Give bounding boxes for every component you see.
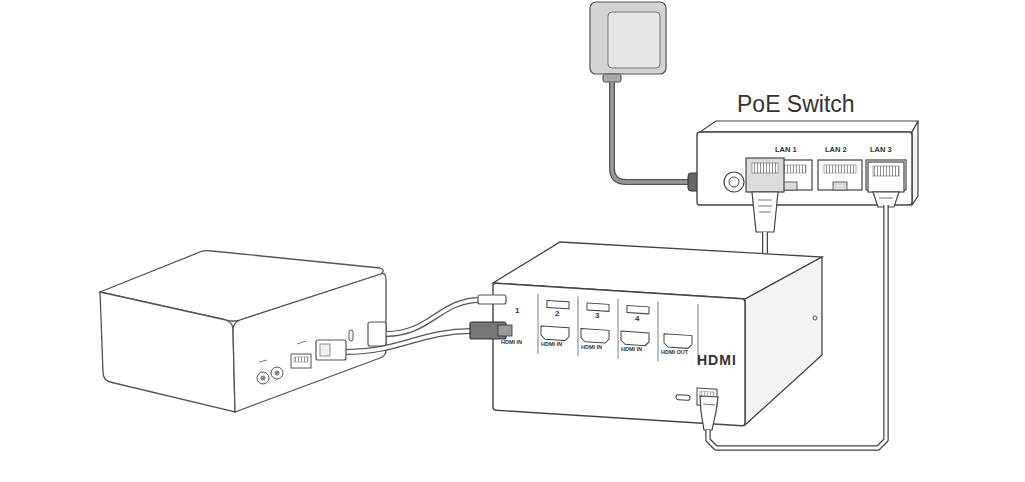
uplink-plug-part: [746, 158, 784, 192]
hdmi-switch-front-part: [658, 301, 659, 361]
hdmi-switch-body: [493, 242, 822, 425]
hdmi-switch-plugs: [470, 295, 718, 430]
power-cable-part: [612, 82, 690, 182]
brand-logo: HDMI: [697, 353, 737, 368]
port-number: 3: [595, 312, 599, 320]
lan3-plug: [868, 162, 904, 207]
hdmi-switch-body-part: [813, 316, 817, 320]
hdmi-switch-plugs-part: [700, 396, 718, 430]
poe-switch-body-part: [912, 121, 918, 205]
mini-pc-part: [233, 274, 386, 412]
port-label: HDMI OUT: [661, 350, 688, 356]
port-label: LAN 2: [825, 146, 847, 154]
network-cable: [708, 205, 886, 448]
port-label: HDMI IN: [541, 342, 562, 348]
hdmi-switch-plugs-part: [478, 295, 506, 304]
cable-core: [708, 205, 886, 448]
hdmi-switch-front-part: [581, 329, 609, 344]
power-cable-part: [612, 82, 690, 182]
hdmi-switch-front-part: [621, 331, 649, 346]
poe-switch-body-part: [729, 177, 739, 187]
mini-pc-part: [349, 330, 353, 341]
port-label: HDMI IN: [501, 340, 522, 346]
mini-pc: [100, 251, 386, 412]
mini-pc-cables-part: [346, 331, 472, 352]
uplink-plug-part: [752, 163, 778, 173]
poe-switch-body-part: [700, 121, 918, 132]
hdmi-switch-front-part: [578, 296, 579, 356]
mini-pc-part: [294, 357, 308, 362]
power-adapter-part: [590, 2, 666, 74]
hdmi-switch-front: [493, 283, 745, 426]
mini-pc-part: [259, 360, 267, 362]
mini-pc-cables: [316, 300, 480, 360]
cable-group: [708, 205, 886, 448]
hdmi-switch-plugs-part: [498, 325, 512, 336]
port-number: 4: [635, 315, 639, 323]
hdmi-switch-front-part: [493, 283, 745, 426]
hdmi-switch-front-part: [618, 299, 619, 359]
power-adapter-part: [608, 12, 660, 68]
hdmi-switch-front-part: [676, 395, 690, 401]
lan-port-part: [833, 182, 847, 190]
device-name: PoE Switch: [737, 92, 855, 116]
lan-port-part: [818, 160, 862, 190]
lan3-plug-part: [873, 166, 899, 176]
port-number: 1: [515, 307, 519, 315]
hdmi-switch-front-part: [541, 326, 569, 341]
hdmi-switch-front-part: [547, 300, 569, 308]
port-label: LAN 1: [775, 146, 797, 154]
uplink-plug-part: [759, 212, 771, 213]
mini-pc-part: [261, 376, 266, 381]
hdmi-switch-body-part: [745, 257, 822, 425]
uplink-plug-part: [762, 232, 768, 256]
hdmi-switch-plugs-part: [703, 404, 715, 405]
uplink-plug-part: [758, 200, 772, 201]
mini-pc-part: [291, 354, 311, 368]
mini-pc-part: [100, 292, 235, 412]
mini-pc-cables-part: [346, 331, 472, 352]
uplink-plug-part: [752, 192, 778, 232]
port-label: HDMI IN: [581, 345, 602, 351]
lan-port-part: [783, 182, 797, 190]
uplink-plug-part: [763, 232, 767, 256]
mini-pc-part: [257, 372, 269, 384]
hdmi-switch-front-part: [538, 294, 539, 354]
uplink-plug-part: [758, 206, 772, 207]
lan3-plug-part: [879, 198, 893, 199]
hdmi-switch: HDMI: [490, 240, 824, 430]
poe-switch-body-part: [724, 172, 744, 192]
hdmi-switch-front-part: [627, 306, 649, 314]
port-label: HDMI IN: [621, 347, 642, 353]
lan3-plug-part: [873, 192, 899, 207]
mini-pc-part: [297, 341, 306, 344]
port-number: 2: [555, 310, 559, 318]
power-adapter-part: [603, 74, 621, 82]
mini-pc-part: [271, 367, 283, 379]
power-adapter: [590, 2, 666, 82]
mini-pc-cables-part: [320, 344, 330, 356]
hdmi-switch-front-part: [664, 334, 692, 349]
hdmi-switch-front-part: [587, 303, 609, 311]
mini-pc-cables-part: [368, 322, 386, 346]
port-label: LAN 3: [870, 146, 892, 154]
mini-pc-cables-part: [316, 340, 346, 360]
lan-port-part: [824, 165, 856, 173]
lan3-plug-part: [868, 162, 904, 192]
mini-pc-part: [275, 371, 280, 376]
